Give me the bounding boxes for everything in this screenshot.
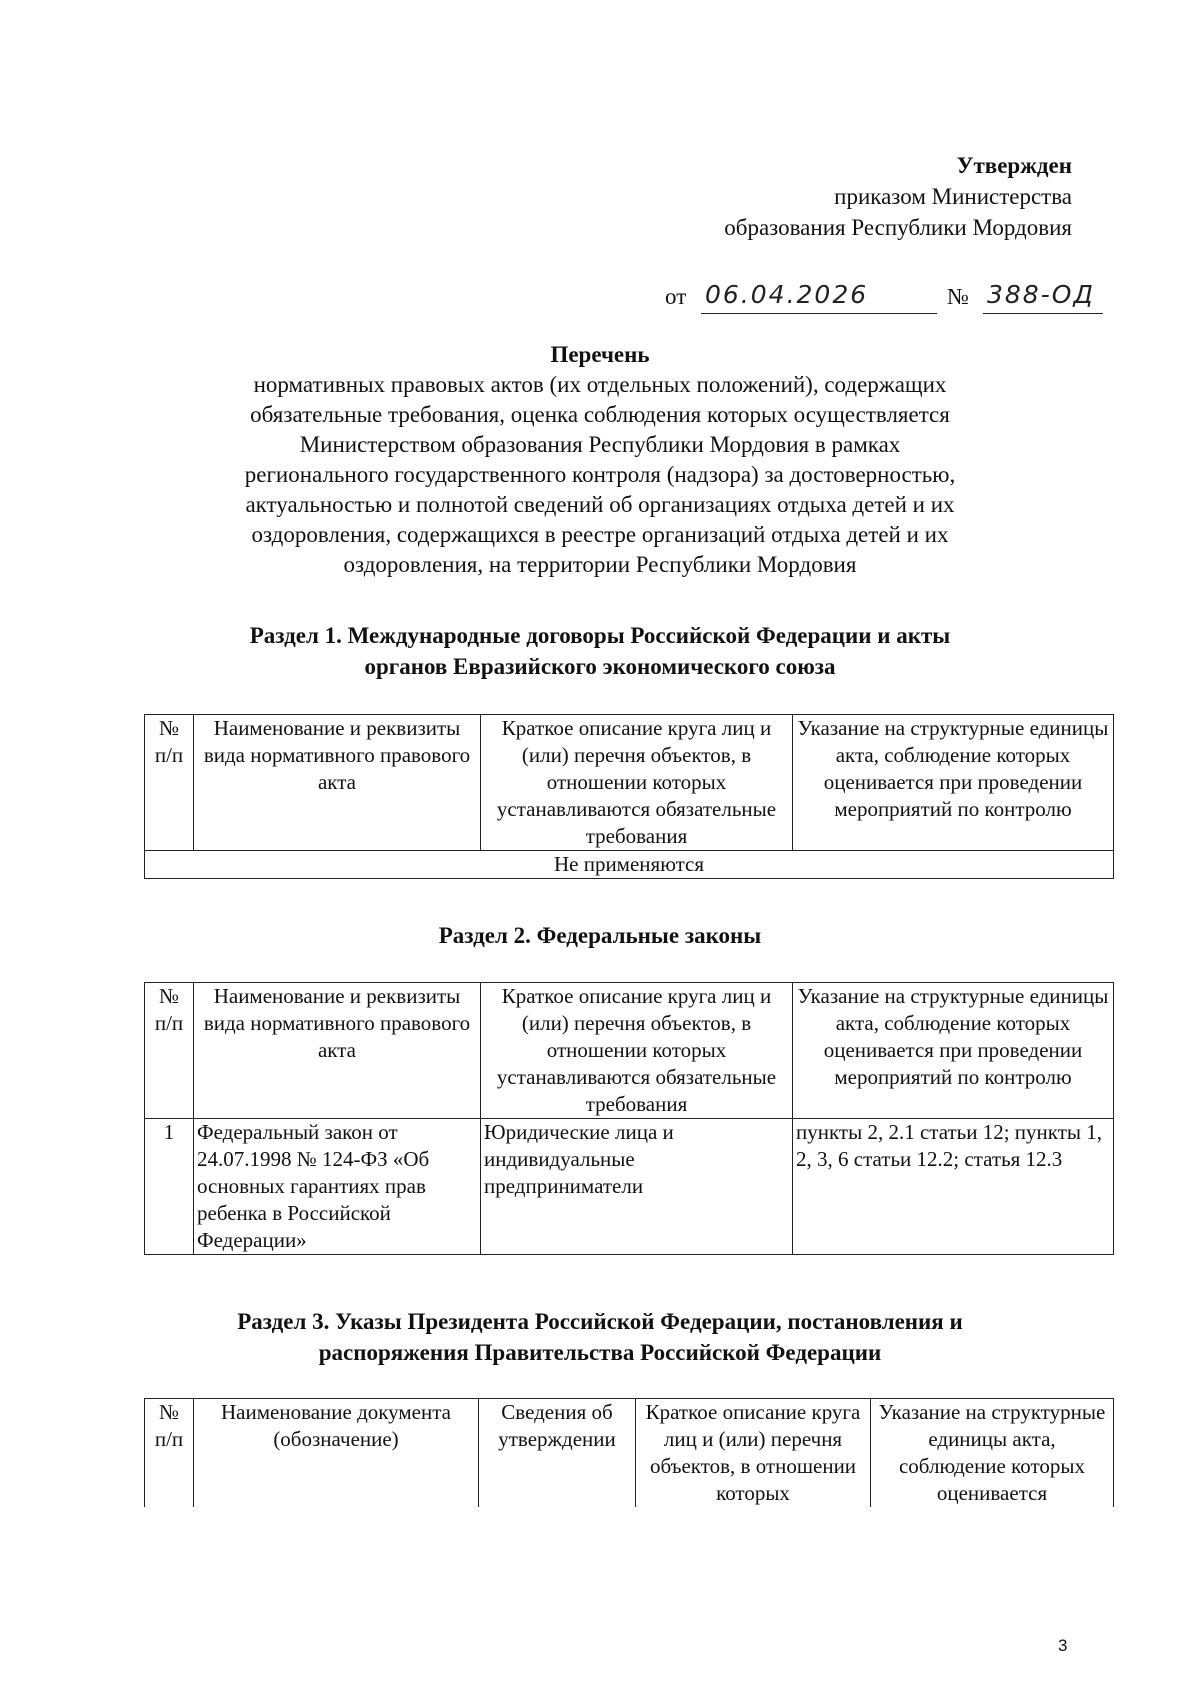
empty-row-text: Не применяются — [144, 850, 1114, 879]
col-document-name: Наименование документа (обозначение) — [193, 1398, 479, 1507]
title-line: оздоровления, на территории Республики М… — [343, 552, 857, 577]
table-row: 1 Федеральный закон от 24.07.1998 № 124-… — [144, 1118, 1114, 1255]
section-2-heading: Раздел 2. Федеральные законы — [438, 923, 762, 948]
col-subjects: Краткое описание круга лиц и (или) переч… — [635, 1398, 871, 1507]
section-3-heading-line: Раздел 3. Указы Президента Российской Фе… — [237, 1309, 963, 1334]
table-header-row: № п/п Наименование и реквизиты вида норм… — [144, 714, 1114, 851]
order-number-label: № — [947, 284, 969, 309]
section-3-heading: Раздел 3. Указы Президента Российской Фе… — [140, 1306, 1060, 1368]
title-heading: Перечень — [550, 342, 650, 367]
col-approval-info: Сведения об утверждении — [478, 1398, 636, 1507]
col-act-name: Наименование и реквизиты вида нормативно… — [193, 982, 481, 1119]
order-number-underline — [983, 313, 1103, 314]
page-number: 3 — [1058, 1636, 1068, 1655]
title-line: нормативных правовых актов (их отдельных… — [253, 372, 947, 397]
section-1-table: № п/п Наименование и реквизиты вида норм… — [144, 714, 1114, 879]
order-date-handwritten: 06.04.2026 — [705, 280, 869, 309]
table-header-row: № п/п Наименование и реквизиты вида норм… — [144, 982, 1114, 1119]
col-number: № п/п — [144, 1398, 194, 1507]
col-units: Указание на структурные единицы акта, со… — [792, 714, 1114, 851]
col-units: Указание на структурные единицы акта, со… — [870, 1398, 1114, 1507]
order-number-handwritten: 388-ОД — [987, 280, 1095, 309]
section-1-heading-line: Раздел 1. Международные договоры Российс… — [249, 623, 951, 648]
title-line: обязательные требования, оценка соблюден… — [250, 402, 950, 427]
col-number: № п/п — [144, 714, 194, 851]
title-line: Министерством образования Республики Мор… — [299, 432, 901, 457]
section-2-table: № п/п Наименование и реквизиты вида норм… — [144, 982, 1114, 1255]
section-3-table: № п/п Наименование документа (обозначени… — [144, 1398, 1114, 1507]
col-subjects: Краткое описание круга лиц и (или) переч… — [480, 714, 793, 851]
title-line: оздоровления, содержащихся в реестре орг… — [251, 522, 949, 547]
approval-line-2: приказом Министерства — [834, 184, 1072, 209]
approval-block: Утвержден приказом Министерства образова… — [472, 150, 1072, 243]
section-1-heading: Раздел 1. Международные договоры Российс… — [140, 620, 1060, 682]
row-subjects: Юридические лица и индивидуальные предпр… — [480, 1118, 793, 1255]
title-line: регионального государственного контроля … — [244, 462, 956, 487]
section-1-heading-line: органов Евразийского экономического союз… — [364, 654, 836, 679]
col-act-name: Наименование и реквизиты вида нормативно… — [193, 714, 481, 851]
row-act-name: Федеральный закон от 24.07.1998 № 124-ФЗ… — [193, 1118, 481, 1255]
title-line: актуальностью и полнотой сведений об орг… — [245, 492, 955, 517]
table-header-row: № п/п Наименование документа (обозначени… — [144, 1398, 1114, 1507]
table-row: Не применяются — [144, 850, 1114, 879]
approval-title: Утвержден — [956, 153, 1072, 178]
col-subjects: Краткое описание круга лиц и (или) переч… — [480, 982, 793, 1119]
order-date-underline — [701, 313, 937, 314]
order-line: от 06.04.2026 № 388-ОД — [665, 280, 1125, 320]
col-number: № п/п — [144, 982, 194, 1119]
row-units: пункты 2, 2.1 статьи 12; пункты 1, 2, 3,… — [792, 1118, 1114, 1255]
approval-line-3: образования Республики Мордовия — [724, 215, 1072, 240]
row-number: 1 — [144, 1118, 194, 1255]
order-from-label: от — [665, 284, 687, 309]
document-title: Перечень нормативных правовых актов (их … — [150, 340, 1050, 580]
col-units: Указание на структурные единицы акта, со… — [792, 982, 1114, 1119]
section-3-heading-line: распоряжения Правительства Российской Фе… — [318, 1340, 882, 1365]
